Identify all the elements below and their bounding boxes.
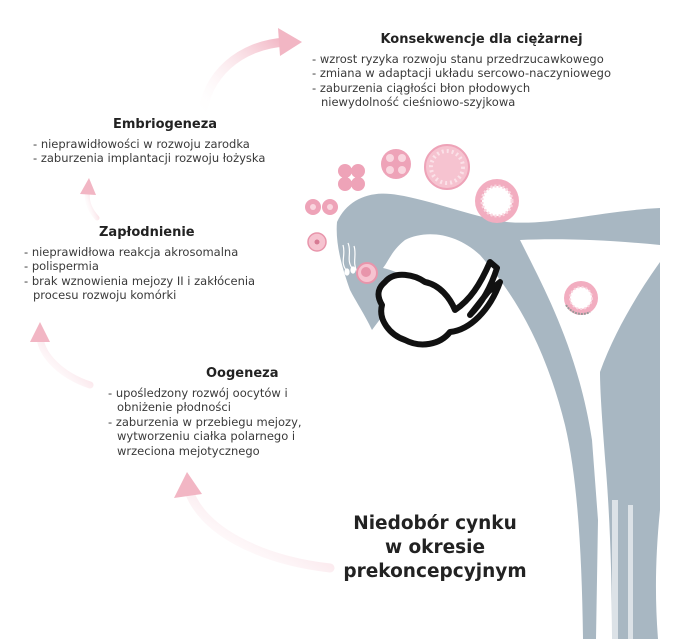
uterus bbox=[336, 193, 660, 639]
fertilization-block: Zapłodnienie nieprawidłowa reakcja akros… bbox=[24, 225, 284, 303]
four-cell-icon bbox=[338, 164, 365, 191]
fertilization-item: nieprawidłowa reakcja akrosomalna bbox=[24, 245, 284, 260]
arrow-top bbox=[197, 28, 302, 123]
fertilization-item: polispermia bbox=[24, 259, 284, 274]
arrow-fertilization-to-embryogenesis bbox=[80, 178, 100, 221]
blastula-icon bbox=[424, 144, 470, 190]
implanting-embryo-icon bbox=[564, 281, 598, 315]
title-line-2: w okresie prekoncepcyjnym bbox=[343, 537, 527, 582]
consequence-item: zmiana w adaptacji układu sercowo-naczyn… bbox=[312, 66, 611, 81]
morula-icon bbox=[381, 149, 411, 179]
oogenesis-block: Oogeneza upośledzony rozwój oocytów i ob… bbox=[108, 366, 333, 459]
oogenesis-item: zaburzenia w przebiegu mejozy, wytworzen… bbox=[108, 415, 333, 459]
embryogenesis-item: zaburzenia implantacji rozwoju łożyska bbox=[33, 151, 266, 166]
arrow-oogenesis-to-fertilization bbox=[30, 322, 94, 389]
ovary bbox=[375, 259, 503, 348]
arrow-bottom bbox=[174, 472, 335, 573]
fertilization-item: brak wznowienia mejozy II i zakłócenia p… bbox=[24, 274, 284, 303]
oogenesis-heading: Oogeneza bbox=[206, 366, 279, 381]
zygote-icon bbox=[307, 232, 327, 252]
oogenesis-item: upośledzony rozwój oocytów i obniżenie p… bbox=[108, 386, 333, 415]
two-cell-icon bbox=[305, 199, 338, 215]
consequences-heading: Konsekwencje dla ciężarnej bbox=[380, 32, 583, 47]
consequence-item: wzrost ryzyka rozwoju stanu przedrzucawk… bbox=[312, 52, 611, 67]
fertilized-egg-icon bbox=[356, 262, 378, 284]
consequence-item: zaburzenia ciągłości błon płodowych niew… bbox=[312, 81, 581, 110]
fertilization-heading: Zapłodnienie bbox=[99, 225, 195, 240]
main-title: Niedobór cynku w okresie prekoncepcyjnym bbox=[310, 512, 560, 584]
title-line-1: Niedobór cynku bbox=[353, 513, 517, 534]
embryogenesis-heading: Embriogeneza bbox=[113, 117, 218, 132]
consequences-block: Konsekwencje dla ciężarnej wzrost ryzyka… bbox=[312, 32, 611, 110]
blastocyst-icon bbox=[475, 179, 519, 223]
sperm-icon bbox=[342, 242, 358, 276]
embryogenesis-item: nieprawidłowości w rozwoju zarodka bbox=[33, 137, 265, 152]
embryogenesis-block: Embriogeneza nieprawidłowości w rozwoju … bbox=[33, 117, 266, 166]
